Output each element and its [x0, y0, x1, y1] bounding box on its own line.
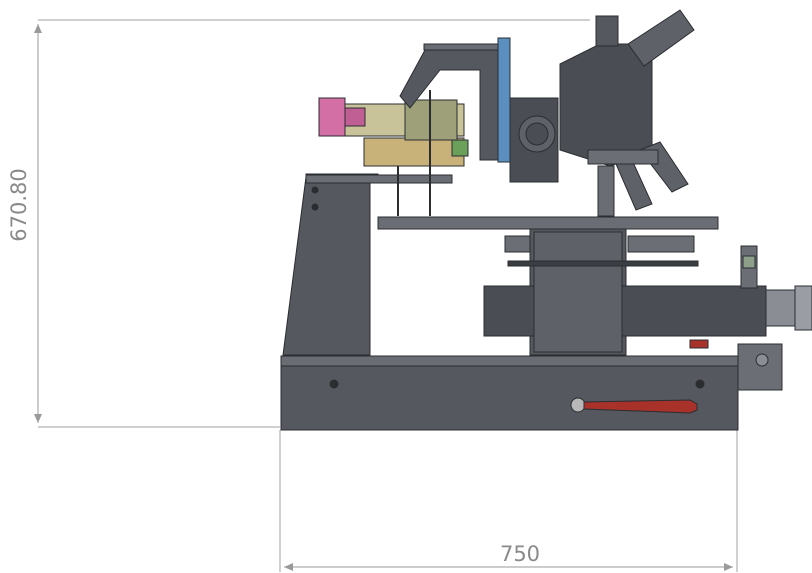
micrometer-knob: [742, 255, 756, 269]
green-block: [451, 139, 469, 157]
height-dimension-label: 670.80: [7, 168, 31, 241]
side-bracket-bolt: [755, 353, 769, 367]
eyepiece-tube-base: [595, 15, 619, 47]
xy-stage: [483, 228, 812, 356]
width-dimension: 750: [279, 430, 738, 572]
lever-pivot: [570, 397, 586, 413]
column-bolt-2: [311, 203, 319, 211]
side-bracket: [737, 343, 783, 391]
left-column: [282, 173, 379, 356]
stage-plate: [377, 216, 719, 230]
stage-slide-horizontal: [483, 285, 767, 337]
base-block: [280, 355, 739, 431]
top-bridge: [305, 174, 453, 184]
width-dimension-label: 750: [500, 542, 540, 566]
lever-handle: [570, 397, 698, 414]
probe-station: [280, 9, 812, 431]
stage-rail-left: [504, 235, 531, 253]
focus-knob-inner: [525, 122, 549, 146]
micrometer-horizontal: [765, 289, 799, 327]
pink-knob-shaft: [344, 107, 366, 127]
column-bolt-1: [311, 186, 319, 194]
height-dimension: 670.80: [7, 19, 590, 428]
micrometer-cap: [794, 285, 812, 331]
base-top-plate: [280, 355, 739, 367]
pink-knob: [318, 97, 346, 137]
objective-1: [615, 159, 653, 211]
nosepiece: [587, 149, 659, 165]
microscope-post: [597, 165, 615, 217]
probe-positioner: [318, 90, 469, 216]
blue-plate: [497, 37, 511, 163]
base: [280, 343, 783, 431]
stage-tower-face: [533, 231, 623, 353]
positioner-lower-body: [363, 137, 465, 167]
cable-red: [689, 339, 709, 349]
stage-rail-right: [627, 235, 695, 253]
column-body: [282, 176, 371, 356]
eyepiece: [627, 9, 695, 67]
base-bolt-right: [695, 379, 705, 389]
base-bolt-left: [329, 379, 339, 389]
lever-arm: [583, 399, 698, 414]
microscope-assembly: [399, 9, 695, 217]
stage-rail-lower: [507, 260, 699, 267]
microscope-head: [559, 43, 653, 167]
mount-top-rail: [423, 43, 503, 51]
